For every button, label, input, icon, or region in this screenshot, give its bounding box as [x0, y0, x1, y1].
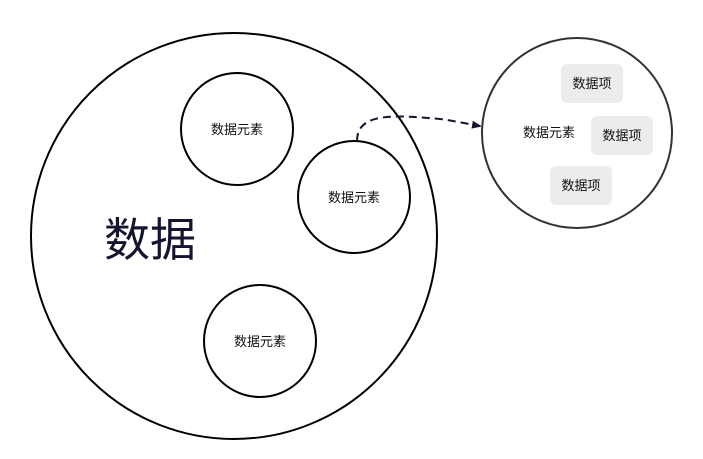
data-element-circle: 数据元素 [297, 140, 411, 254]
dashed-arrow [356, 115, 482, 142]
data-element-label: 数据元素 [211, 123, 263, 138]
data-element-label: 数据元素 [328, 191, 380, 206]
data-element-detail-label: 数据元素 [523, 126, 575, 141]
data-element-label: 数据元素 [234, 335, 286, 350]
data-item-label: 数据项 [572, 77, 611, 92]
data-item-box: 数据项 [591, 116, 653, 155]
data-circle: 数据 [30, 32, 438, 440]
data-element-circle: 数据元素 [180, 72, 294, 186]
data-item-box: 数据项 [550, 166, 612, 205]
data-item-label: 数据项 [561, 179, 600, 194]
data-item-box: 数据项 [561, 64, 623, 103]
data-title: 数据 [104, 213, 196, 267]
data-item-label: 数据项 [602, 129, 641, 144]
data-element-circle: 数据元素 [203, 284, 317, 398]
data-element-detail-circle: 数据元素 数据项 数据项 数据项 [481, 37, 673, 229]
